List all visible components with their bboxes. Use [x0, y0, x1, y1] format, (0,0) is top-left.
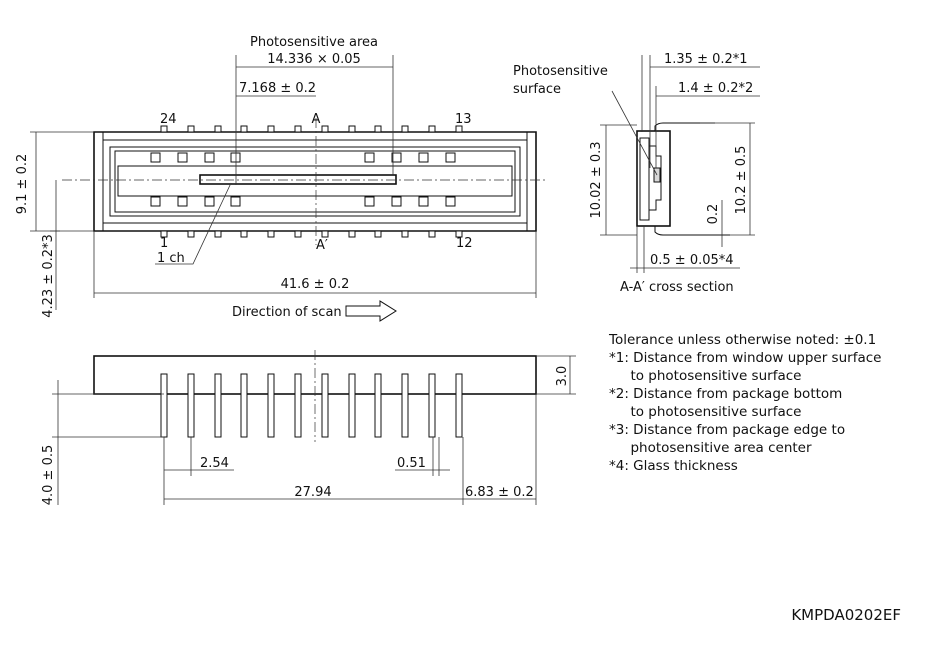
- pin-tick: [401, 230, 409, 238]
- section-mark-bottom: A′: [316, 238, 328, 253]
- pitch-dim: 2.54: [200, 456, 229, 471]
- edge-offset-dim: 6.83 ± 0.2: [465, 485, 534, 500]
- pin-tick: [267, 125, 275, 133]
- lead: [455, 373, 463, 438]
- pin-tick: [240, 125, 248, 133]
- pin-tick: [428, 230, 436, 238]
- cross-section-view: Photosensitive surface 1.35 ± 0.2*1 1.4 …: [513, 52, 760, 295]
- photosensitive-area-dim: 14.336 × 0.05: [267, 52, 361, 67]
- bond-pad: [230, 152, 241, 163]
- note-1-cont: to photosensitive surface: [609, 368, 802, 384]
- pin-tick: [321, 230, 329, 238]
- pin-tick: [267, 230, 275, 238]
- lead: [187, 373, 195, 438]
- bond-pad: [391, 152, 402, 163]
- lead: [240, 373, 248, 438]
- span-dim: 27.94: [294, 485, 331, 500]
- section-mark-top: A: [312, 112, 321, 127]
- lead-width-dim: 0.51: [397, 456, 426, 471]
- bond-pad: [150, 196, 161, 207]
- lead: [428, 373, 436, 438]
- window: [117, 165, 513, 197]
- pin-24-label: 24: [160, 112, 177, 127]
- scan-direction-label: Direction of scan: [232, 305, 342, 320]
- pin-tick: [348, 230, 356, 238]
- pin-1-label: 1: [160, 236, 168, 251]
- bond-pad: [445, 196, 456, 207]
- dim-1: 1.35 ± 0.2*1: [664, 52, 748, 67]
- section-caption: A-A′ cross section: [620, 280, 734, 295]
- pin-13-label: 13: [455, 112, 472, 127]
- offset-dim: 4.23 ± 0.2*3: [41, 234, 56, 318]
- pin-tick: [160, 230, 168, 238]
- pin-tick: [187, 230, 195, 238]
- height-inner-dim: 10.02 ± 0.3: [589, 141, 604, 218]
- note-3-cont: photosensitive area center: [609, 440, 812, 456]
- width-dim: 41.6 ± 0.2: [281, 277, 350, 292]
- pin-tick: [321, 125, 329, 133]
- pin-tick: [214, 230, 222, 238]
- bond-pad: [391, 196, 402, 207]
- bond-pad: [364, 152, 375, 163]
- pin-tick: [348, 125, 356, 133]
- lead: [348, 373, 356, 438]
- pin-tick: [240, 230, 248, 238]
- channel-label: 1 ch: [157, 251, 185, 266]
- bond-pad: [204, 196, 215, 207]
- bond-pad: [204, 152, 215, 163]
- bond-pad: [177, 152, 188, 163]
- pin-tick: [294, 125, 302, 133]
- body-height-dim: 3.0: [555, 366, 570, 387]
- scan-arrow-icon: [345, 300, 397, 322]
- pin-tick: [374, 125, 382, 133]
- section-body: [636, 130, 671, 227]
- half-length-dim: 7.168 ± 0.2: [239, 81, 316, 96]
- bond-pad: [177, 196, 188, 207]
- photosensitive-area-label: Photosensitive area: [250, 35, 378, 50]
- dim-2: 1.4 ± 0.2*2: [678, 81, 753, 96]
- lead: [401, 373, 409, 438]
- pin-12-label: 12: [456, 236, 473, 251]
- notes: Tolerance unless otherwise noted: ±0.1 *…: [609, 331, 881, 475]
- lead: [294, 373, 302, 438]
- photosensitive-area: [199, 174, 397, 185]
- note-4: *4: Glass thickness: [609, 458, 738, 474]
- pin-tick: [401, 125, 409, 133]
- pin-tick: [160, 125, 168, 133]
- bond-pad: [230, 196, 241, 207]
- height-dim: 9.1 ± 0.2: [15, 154, 30, 215]
- note-2-cont: to photosensitive surface: [609, 404, 802, 420]
- lead: [374, 373, 382, 438]
- note-2: *2: Distance from package bottom: [609, 386, 843, 402]
- lead: [267, 373, 275, 438]
- pin-tick: [374, 230, 382, 238]
- pin-tick: [428, 125, 436, 133]
- drawing-code: KMPDA0202EF: [791, 606, 901, 624]
- lead: [321, 373, 329, 438]
- bond-pad: [150, 152, 161, 163]
- bond-pad: [445, 152, 456, 163]
- bond-pad: [418, 196, 429, 207]
- pin-tick: [455, 230, 463, 238]
- top-view: Photosensitive area 14.336 × 0.05 7.168 …: [15, 35, 545, 322]
- pin-tick: [187, 125, 195, 133]
- lead: [214, 373, 222, 438]
- pin-tick: [294, 230, 302, 238]
- side-view: 3.0 4.0 ± 0.5 2.54 0.51 27.94 6.83 ± 0.2: [41, 350, 576, 505]
- note-1: *1: Distance from window upper surface: [609, 350, 882, 366]
- bond-pad: [364, 196, 375, 207]
- note-3: *3: Distance from package edge to: [609, 422, 846, 438]
- height-outer-dim: 10.2 ± 0.5: [734, 146, 749, 215]
- note-tolerance: Tolerance unless otherwise noted: ±0.1: [609, 332, 877, 348]
- lead: [160, 373, 168, 438]
- surface-label-2: surface: [513, 82, 561, 97]
- lead-length-dim: 4.0 ± 0.5: [41, 445, 56, 506]
- glass-dim: 0.5 ± 0.05*4: [650, 253, 734, 268]
- pin-tick: [214, 125, 222, 133]
- bond-pad: [418, 152, 429, 163]
- pin-tick: [455, 125, 463, 133]
- lead-thickness-dim: 0.2: [706, 204, 721, 225]
- surface-label-1: Photosensitive: [513, 64, 608, 79]
